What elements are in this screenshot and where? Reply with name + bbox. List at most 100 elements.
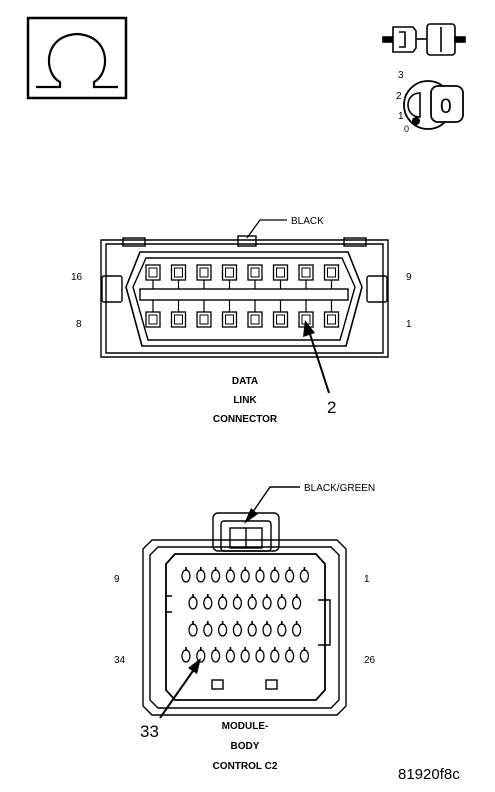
connector-plug-icon — [382, 23, 466, 56]
dlc-pin-socket — [145, 264, 161, 281]
dlc-pin-socket — [145, 311, 161, 328]
dlc-name-line-1: DATA — [232, 376, 258, 387]
dlc-bottom-pins — [145, 300, 340, 328]
bcm-pin-socket — [247, 623, 257, 637]
bcm-pin-socket — [284, 569, 295, 583]
dlc-callout-arrowhead — [303, 320, 315, 337]
bcm-pin-socket — [270, 649, 280, 663]
dlc-pin-contact — [250, 267, 260, 278]
dlc-pin-socket — [170, 264, 187, 281]
bcm-pin-socket — [232, 623, 243, 637]
bcm-pin-socket — [262, 596, 272, 610]
bcm-pin-1-label: 1 — [364, 574, 370, 585]
bcm-pin-socket — [188, 596, 198, 610]
bcm-color-leader — [247, 486, 300, 520]
dlc-name-line-2: LINK — [233, 395, 257, 406]
bcm-pin-socket — [247, 596, 257, 610]
bcm-pin-socket — [225, 569, 236, 583]
dlc-pin-8-label: 8 — [76, 319, 82, 330]
dlc-color-leader — [246, 219, 287, 239]
bcm-pin-socket — [284, 649, 295, 663]
dlc-pin-1-label: 1 — [406, 319, 412, 330]
dlc-callout-arrow — [308, 330, 330, 394]
dlc-callout-pin: 2 — [327, 398, 336, 417]
bcm-pin-socket — [196, 649, 206, 663]
bcm-pin-socket — [217, 596, 228, 610]
dlc-pin-contact — [327, 267, 336, 278]
bcm-pin-socket — [210, 569, 221, 583]
bcm-pin-socket — [291, 596, 302, 610]
bcm-pin-socket — [225, 649, 236, 663]
bcm-pin-socket — [203, 596, 213, 610]
dlc-pin-contact — [225, 314, 234, 325]
dlc-pin-contact — [148, 267, 158, 278]
ignition-position-1: 1 — [398, 111, 404, 122]
dlc-pin-socket — [272, 311, 289, 328]
bcm-pin-socket — [277, 623, 287, 637]
dlc-pin-contact — [199, 267, 209, 278]
bcm-pin-socket — [262, 623, 272, 637]
body-control-module-connector — [142, 512, 347, 716]
dlc-pin-contact — [327, 314, 336, 325]
dlc-pin-contact — [148, 314, 158, 325]
bcm-pin-socket — [277, 596, 287, 610]
bcm-pin-socket — [291, 623, 302, 637]
ohm-symbol-icon — [26, 16, 128, 100]
bcm-callout-arrow — [159, 667, 196, 719]
bcm-pin-socket — [255, 649, 265, 663]
bcm-callout-pin: 33 — [140, 722, 159, 741]
bcm-color-arrowhead — [244, 508, 258, 524]
bcm-pin-socket — [196, 569, 206, 583]
bcm-pin-9-label: 9 — [114, 574, 120, 585]
bcm-pin-socket — [181, 569, 191, 583]
dlc-pin-contact — [225, 267, 234, 278]
dlc-pin-socket — [221, 311, 238, 328]
ignition-position-3: 3 — [398, 70, 404, 81]
dlc-pin-contact — [250, 314, 260, 325]
bcm-pin-rows — [181, 567, 310, 663]
bcm-callout-arrowhead — [188, 658, 201, 674]
dlc-pin-contact — [174, 267, 183, 278]
dlc-pin-socket — [221, 264, 238, 281]
bcm-pin-socket — [181, 649, 191, 663]
bcm-pin-socket — [299, 649, 310, 663]
bcm-pin-34-label: 34 — [114, 655, 126, 666]
bcm-name-line-1: MODULE- — [222, 721, 269, 732]
ignition-position-0: 0 — [404, 124, 409, 134]
bcm-name-line-2: BODY — [231, 741, 260, 752]
figure-id: 81920f8c — [398, 766, 460, 783]
bcm-pin-26-label: 26 — [364, 655, 376, 666]
bcm-pin-socket — [299, 569, 310, 583]
dlc-pin-16-label: 16 — [71, 272, 83, 283]
bcm-pin-socket — [232, 596, 243, 610]
bcm-pin-socket — [217, 623, 228, 637]
dlc-pin-socket — [298, 264, 314, 281]
bcm-pin-socket — [240, 569, 250, 583]
bcm-color-label: BLACK/GREEN — [304, 483, 375, 494]
bcm-pin-socket — [210, 649, 221, 663]
data-link-connector — [100, 235, 389, 358]
ignition-key-icon: 3 2 1 0 0 — [396, 70, 464, 134]
bcm-name-line-3: CONTROL C2 — [213, 761, 278, 772]
dlc-pin-contact — [301, 267, 311, 278]
ignition-key-label: 0 — [440, 95, 452, 118]
dlc-pin-socket — [323, 311, 340, 328]
dlc-pin-9-label: 9 — [406, 272, 412, 283]
bcm-pin-socket — [240, 649, 250, 663]
bcm-pin-socket — [255, 569, 265, 583]
dlc-pin-contact — [276, 267, 285, 278]
dlc-pin-socket — [196, 264, 212, 281]
dlc-pin-contact — [276, 314, 285, 325]
dlc-pin-socket — [170, 311, 187, 328]
dlc-pin-contact — [199, 314, 209, 325]
bcm-pin-socket — [203, 623, 213, 637]
dlc-top-pins — [145, 264, 340, 289]
bcm-pin-socket — [188, 623, 198, 637]
dlc-pin-socket — [247, 264, 263, 281]
dlc-pin-socket — [323, 264, 340, 281]
dlc-pin-socket — [272, 264, 289, 281]
dlc-pin-socket — [196, 311, 212, 328]
dlc-pin-socket — [247, 311, 263, 328]
ignition-position-2: 2 — [396, 91, 402, 102]
